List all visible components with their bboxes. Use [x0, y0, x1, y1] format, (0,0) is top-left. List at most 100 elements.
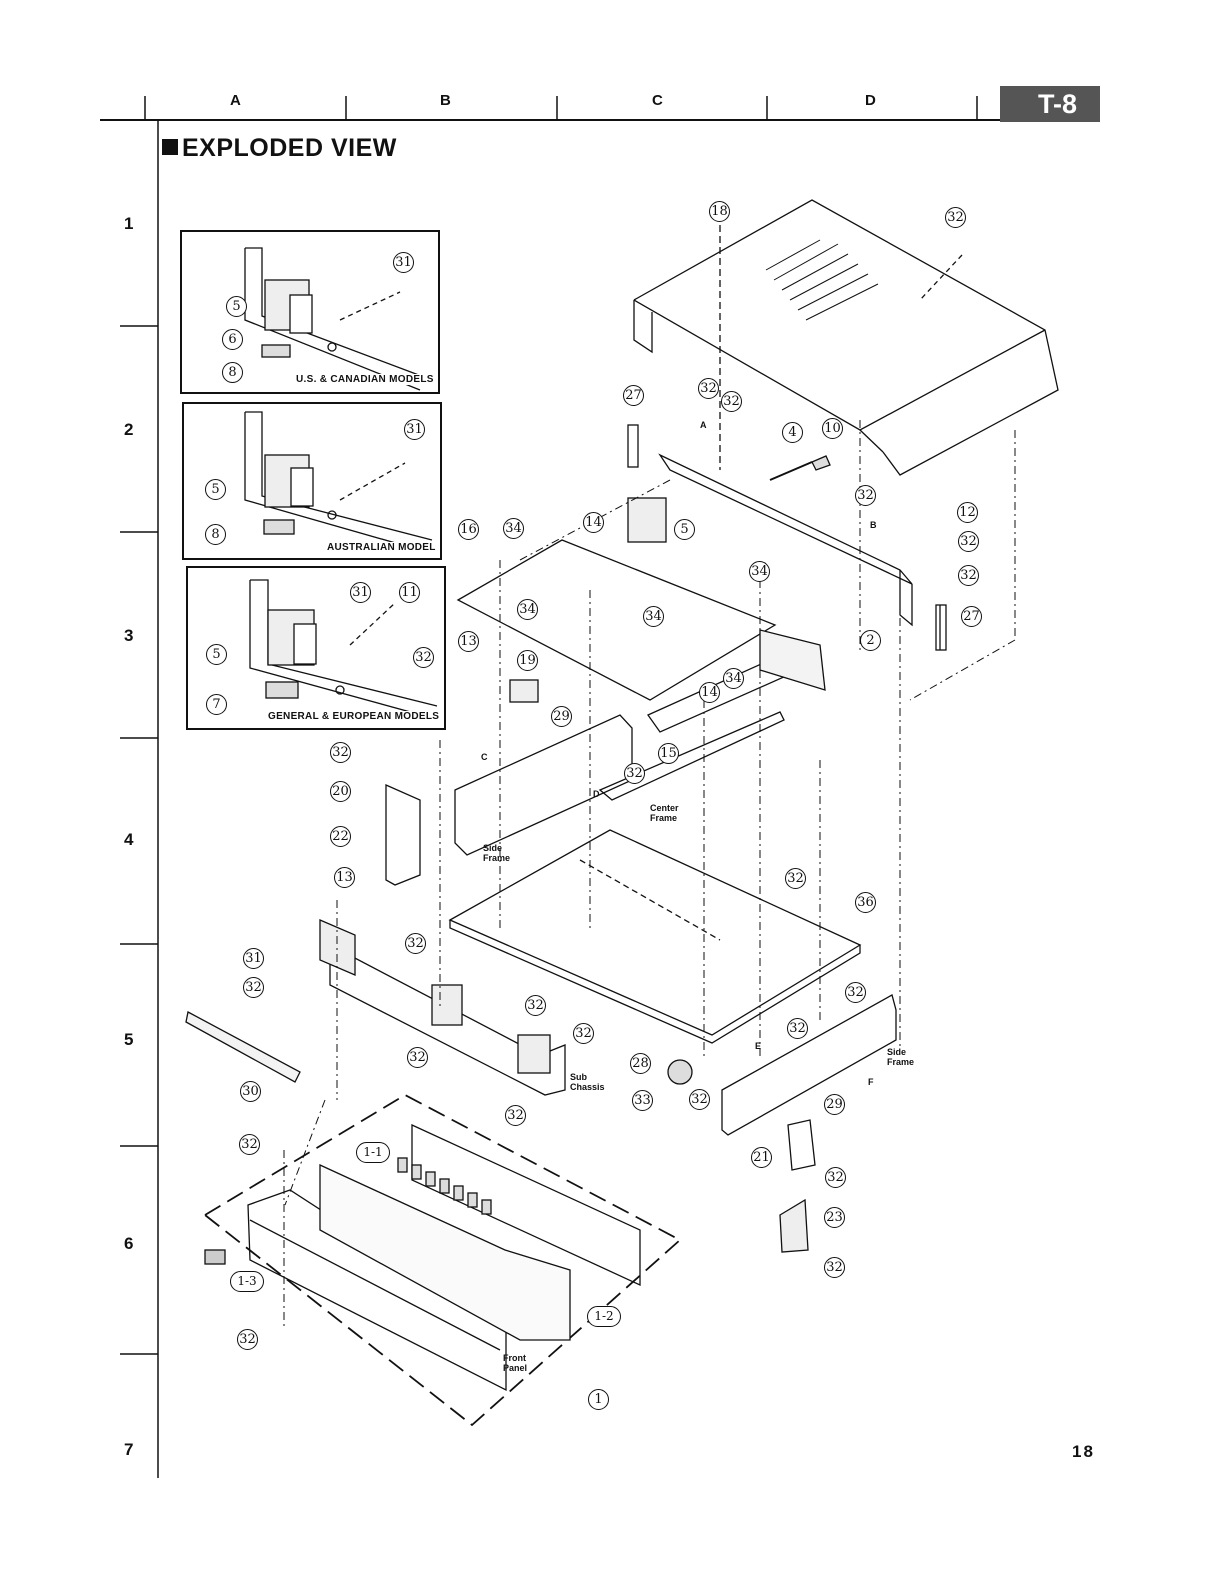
callout: 32: [407, 1047, 428, 1068]
callout: 22: [330, 826, 351, 847]
row-number-4: 4: [124, 830, 134, 849]
boards-drawing: [456, 497, 826, 733]
callout: 10: [822, 418, 843, 439]
callout: 32: [721, 391, 742, 412]
callout: 34: [517, 599, 538, 620]
callout: 32: [237, 1329, 258, 1350]
callout: 5: [205, 479, 226, 500]
arrow-label-d: D: [593, 789, 600, 799]
label-side-frame-right: Side Frame: [887, 1047, 915, 1067]
callout: 29: [824, 1094, 845, 1115]
row-number-1: 1: [124, 214, 134, 233]
callout: 5: [674, 519, 695, 540]
callout: 32: [239, 1134, 260, 1155]
row-number-2: 2: [124, 420, 134, 439]
callout: 32: [505, 1105, 526, 1126]
arrow-label-b: B: [870, 520, 877, 530]
callout: 11: [399, 582, 420, 603]
inset-caption: U.S. & CANADIAN MODELS: [294, 374, 436, 385]
label-center-frame: Center Frame: [650, 803, 679, 823]
inset-general-european: [186, 566, 446, 730]
callout: 14: [583, 512, 604, 533]
inset-caption: GENERAL & EUROPEAN MODELS: [266, 711, 442, 722]
callout: 16: [458, 519, 479, 540]
callout: 6: [222, 329, 243, 350]
callout: 34: [643, 606, 664, 627]
column-letter-a: A: [230, 92, 241, 109]
callout: 34: [503, 518, 524, 539]
callout: 32: [945, 207, 966, 228]
callout: 32: [958, 531, 979, 552]
callout: 14: [699, 682, 720, 703]
page-title-text: EXPLODED VIEW: [182, 134, 397, 162]
callout: 32: [824, 1257, 845, 1278]
row-number-7: 7: [124, 1440, 134, 1459]
callout: 32: [698, 378, 719, 399]
callout: 34: [723, 668, 744, 689]
inset-us-canadian: [180, 230, 440, 394]
callout: 30: [240, 1081, 261, 1102]
callout: 32: [825, 1167, 846, 1188]
label-side-frame-left: Side Frame: [483, 843, 511, 863]
callout: 28: [630, 1053, 651, 1074]
arrow-label-f: F: [868, 1077, 874, 1087]
strip-30-drawing: [185, 1011, 301, 1083]
column-letter-d: D: [865, 92, 876, 109]
front-panel-drawing: [203, 1093, 682, 1427]
callout: 21: [751, 1147, 772, 1168]
inset-australian: [182, 402, 442, 560]
model-badge: T-8: [1000, 86, 1100, 122]
title-square-icon: [162, 139, 178, 155]
callout: 34: [749, 561, 770, 582]
callout: 32: [785, 868, 806, 889]
rear-panel-drawing: [627, 424, 947, 651]
callout: 31: [393, 252, 414, 273]
label-front-panel: Front Panel: [503, 1353, 528, 1373]
chassis-drawing: [448, 829, 862, 1044]
inset-caption: AUSTRALIAN MODEL: [325, 542, 438, 553]
page-number: 18: [1072, 1442, 1095, 1461]
callout: 8: [222, 362, 243, 383]
callout: 19: [517, 650, 538, 671]
callout: 27: [961, 606, 982, 627]
callout: 12: [957, 502, 978, 523]
callout: 36: [855, 892, 876, 913]
column-letter-b: B: [440, 92, 451, 109]
callout: 32: [243, 977, 264, 998]
callout: 27: [623, 385, 644, 406]
callout: 8: [205, 524, 226, 545]
callout: 1-2: [587, 1306, 621, 1327]
callout: 1: [588, 1389, 609, 1410]
arrow-label-c: C: [481, 752, 488, 762]
callout: 32: [855, 485, 876, 506]
callout: 13: [458, 631, 479, 652]
callout: 32: [413, 647, 434, 668]
callout: 32: [573, 1023, 594, 1044]
callout: 29: [551, 706, 572, 727]
callout: 13: [334, 867, 355, 888]
callout: 4: [782, 422, 803, 443]
callout: 31: [404, 419, 425, 440]
row-number-3: 3: [124, 626, 134, 645]
sub-chassis-drawing: [319, 919, 566, 1096]
callout: 5: [226, 296, 247, 317]
callout: 32: [405, 933, 426, 954]
callout: 33: [632, 1090, 653, 1111]
callout: 32: [330, 742, 351, 763]
top-cover-drawing: [633, 199, 1059, 476]
callout: 20: [330, 781, 351, 802]
inset-drawings: [244, 247, 438, 717]
callout: 2: [860, 630, 881, 651]
callout: 1-3: [230, 1271, 264, 1292]
callout: 5: [206, 644, 227, 665]
callout: 32: [845, 982, 866, 1003]
callout: 23: [824, 1207, 845, 1228]
callout: 32: [525, 995, 546, 1016]
callout: 15: [658, 743, 679, 764]
column-letter-c: C: [652, 92, 663, 109]
callout: 31: [350, 582, 371, 603]
callout: 18: [709, 201, 730, 222]
callout: 31: [243, 948, 264, 969]
side-frame-right-drawing: [667, 994, 897, 1253]
callout: 32: [958, 565, 979, 586]
